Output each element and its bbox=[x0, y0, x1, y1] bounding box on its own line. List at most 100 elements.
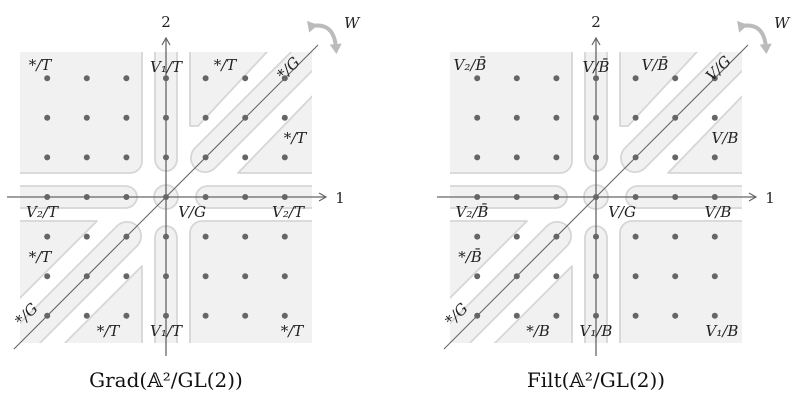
weight-dot bbox=[553, 154, 560, 161]
weight-dot bbox=[242, 273, 249, 280]
weight-dot bbox=[163, 312, 169, 319]
weight-dot bbox=[123, 233, 130, 240]
weight-dot bbox=[553, 194, 560, 200]
weight-dot bbox=[44, 154, 51, 161]
weight-dot bbox=[632, 312, 639, 319]
weight-dot bbox=[711, 233, 718, 240]
weight-dot bbox=[44, 194, 51, 200]
weight-dot bbox=[281, 75, 288, 82]
weight-dot bbox=[474, 114, 481, 121]
axis-2-label: 2 bbox=[161, 13, 171, 31]
stratum-label: V₂/B̄ bbox=[454, 56, 487, 74]
weight-dot bbox=[83, 114, 90, 121]
weight-dot bbox=[593, 114, 599, 121]
weight-dot bbox=[44, 233, 51, 240]
weight-dot bbox=[474, 194, 481, 200]
weight-dot bbox=[632, 154, 639, 161]
region-top-left bbox=[20, 52, 143, 174]
weyl-label: W bbox=[774, 14, 791, 32]
weight-dot bbox=[123, 154, 130, 161]
axis-1-label: 1 bbox=[765, 189, 775, 207]
weight-dot bbox=[242, 194, 249, 200]
stratum-label: V/B̄ bbox=[583, 58, 610, 76]
caption-grad: Grad(𝔸²/GL(2)) bbox=[89, 368, 243, 392]
weight-dot bbox=[513, 194, 520, 200]
weight-dot bbox=[202, 233, 209, 240]
weight-dot bbox=[163, 75, 169, 82]
weight-dot bbox=[632, 194, 639, 200]
weight-dot bbox=[123, 273, 130, 280]
stratum-label: V/B bbox=[712, 129, 739, 147]
weight-dot bbox=[83, 312, 90, 319]
stratum-label: V/B̄ bbox=[642, 56, 669, 74]
region-left-wedge bbox=[20, 220, 98, 300]
stratum-label: V/B bbox=[705, 203, 732, 221]
weight-dot bbox=[711, 312, 718, 319]
weight-dot bbox=[44, 75, 51, 82]
weight-dot bbox=[553, 312, 560, 319]
stratum-label: */T bbox=[97, 322, 121, 340]
weight-dot bbox=[632, 273, 639, 280]
weight-dot bbox=[202, 75, 209, 82]
weight-dot bbox=[593, 273, 599, 280]
stratum-label: V₁/T bbox=[150, 322, 183, 340]
weight-dot bbox=[513, 233, 520, 240]
stratum-label: V₂/T bbox=[272, 203, 305, 221]
weight-dot bbox=[474, 233, 481, 240]
region-bottom-right bbox=[619, 220, 742, 343]
weight-dot bbox=[513, 154, 520, 161]
weight-dot bbox=[163, 154, 169, 161]
weight-dot bbox=[83, 233, 90, 240]
axis-1-label: 1 bbox=[335, 189, 345, 207]
weight-dot bbox=[672, 273, 679, 280]
weight-dot bbox=[711, 114, 718, 121]
weight-dot bbox=[474, 273, 481, 280]
weight-dot bbox=[202, 194, 209, 200]
weyl-rotation-icon bbox=[306, 20, 342, 54]
weight-dot bbox=[632, 233, 639, 240]
weight-dot bbox=[672, 75, 679, 82]
weight-dot bbox=[593, 312, 599, 319]
weight-dot bbox=[83, 75, 90, 82]
weight-dot bbox=[242, 75, 249, 82]
weight-dot bbox=[474, 312, 481, 319]
weight-dot bbox=[553, 273, 560, 280]
region-left-wedge bbox=[450, 220, 528, 300]
weight-dot bbox=[593, 75, 599, 82]
weight-dot bbox=[202, 154, 209, 161]
stratum-label: */T bbox=[284, 129, 308, 147]
weight-dot bbox=[163, 194, 169, 200]
weight-dot bbox=[83, 273, 90, 280]
weight-dot bbox=[202, 312, 209, 319]
weight-dot bbox=[163, 273, 169, 280]
region-lower-wedge bbox=[63, 265, 143, 343]
region-right-wedge bbox=[237, 95, 312, 174]
stratum-label: V₁/B bbox=[580, 322, 613, 340]
weyl-rotation-icon bbox=[736, 20, 772, 54]
weight-dot bbox=[242, 233, 249, 240]
weight-dot bbox=[281, 154, 288, 161]
stratum-label: V₂/B̄ bbox=[456, 203, 489, 221]
weight-dot bbox=[281, 233, 288, 240]
weight-dot bbox=[474, 75, 481, 82]
weight-dot bbox=[163, 114, 169, 121]
stratum-label: */T bbox=[29, 56, 53, 74]
weight-dot bbox=[242, 154, 249, 161]
caption-filt: Filt(𝔸²/GL(2)) bbox=[526, 368, 666, 392]
weight-dot bbox=[123, 194, 130, 200]
region-top-left bbox=[450, 52, 573, 174]
weight-dot bbox=[242, 114, 249, 121]
weyl-label: W bbox=[344, 14, 361, 32]
weight-dot bbox=[44, 273, 51, 280]
weight-dot bbox=[513, 273, 520, 280]
weight-dot bbox=[553, 233, 560, 240]
weight-dot bbox=[553, 75, 560, 82]
stratum-label: V/G bbox=[608, 203, 636, 221]
weight-dot bbox=[672, 312, 679, 319]
weight-dot bbox=[281, 273, 288, 280]
weight-dot bbox=[281, 114, 288, 121]
weight-dot bbox=[593, 233, 599, 240]
weight-dot bbox=[242, 312, 249, 319]
stratum-label: V/G bbox=[178, 203, 206, 221]
